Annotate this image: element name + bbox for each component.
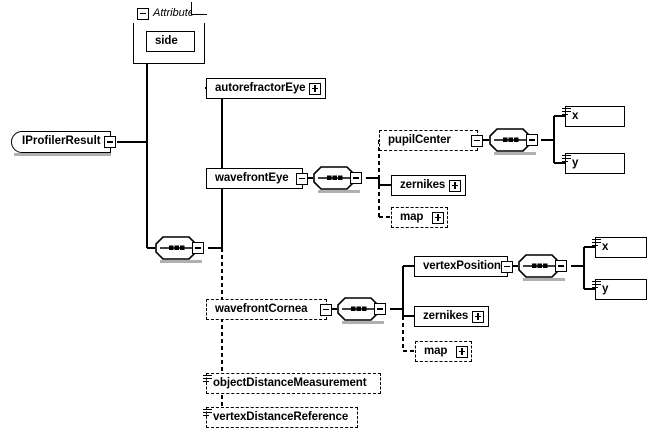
wavefronteye-expander-minus-icon[interactable] bbox=[296, 172, 308, 185]
element-objectdistancemeasurement[interactable]: objectDistanceMeasurement bbox=[203, 373, 383, 396]
element-x-pupilcenter[interactable]: x bbox=[562, 106, 627, 129]
attribute-expander-minus-icon[interactable] bbox=[137, 7, 149, 20]
sequence-octagon-icon bbox=[313, 166, 355, 190]
root-node-label: IProfilerResult bbox=[22, 135, 101, 148]
attribute-side[interactable]: side bbox=[146, 31, 197, 54]
map-expander-plus-icon[interactable] bbox=[456, 345, 468, 358]
sequence-connector-pupilcenter[interactable] bbox=[489, 128, 538, 155]
element-autorefractoreye-label: autorefractorEye bbox=[215, 81, 306, 94]
element-zernikes-wavefronteye[interactable]: zernikes bbox=[391, 175, 468, 198]
sequence-octagon-icon bbox=[155, 236, 197, 260]
sequence-octagon-icon bbox=[518, 254, 560, 278]
sequence-octagon-icon bbox=[489, 128, 531, 152]
sequence-connector-wavefronteye[interactable] bbox=[313, 166, 362, 193]
attribute-box-notch bbox=[191, 2, 207, 15]
sequence-expander-minus-icon[interactable] bbox=[192, 242, 204, 254]
element-map-wavefrontcornea-label: map bbox=[424, 344, 448, 357]
element-vertexposition-label: vertexPosition bbox=[423, 259, 501, 272]
simple-type-icon bbox=[203, 409, 212, 417]
simple-type-icon bbox=[562, 155, 571, 163]
element-map-wavefronteye[interactable]: map bbox=[391, 207, 450, 230]
root-node-iprofilerresult[interactable]: IProfilerResult bbox=[11, 131, 116, 153]
wavefrontcornea-expander-minus-icon[interactable] bbox=[320, 303, 332, 316]
simple-type-icon bbox=[592, 239, 601, 247]
autorefractoreye-expander-plus-icon[interactable] bbox=[309, 82, 321, 95]
element-pupilcenter[interactable]: pupilCenter bbox=[379, 130, 483, 153]
simple-type-icon bbox=[203, 375, 212, 383]
element-map-wavefronteye-label: map bbox=[400, 210, 424, 223]
attribute-group-header: Attribute bbox=[133, 4, 205, 23]
sequence-shadow bbox=[160, 260, 202, 263]
vertexposition-expander-minus-icon[interactable] bbox=[501, 260, 513, 273]
element-y-pupilcenter-label: y bbox=[572, 156, 579, 169]
element-objectdistancemeasurement-label: objectDistanceMeasurement bbox=[213, 376, 367, 389]
pupilcenter-expander-minus-icon[interactable] bbox=[471, 134, 483, 147]
root-node-shadow bbox=[14, 153, 111, 156]
element-x-vertexposition[interactable]: x bbox=[592, 237, 649, 260]
element-x-vertexposition-label: x bbox=[602, 240, 609, 253]
sequence-expander-minus-icon[interactable] bbox=[350, 172, 362, 184]
sequence-expander-minus-icon[interactable] bbox=[374, 303, 386, 315]
element-wavefronteye-label: wavefrontEye bbox=[215, 171, 289, 184]
sequence-shadow bbox=[494, 152, 536, 155]
simple-type-icon bbox=[562, 108, 571, 116]
sequence-connector-root[interactable] bbox=[155, 236, 204, 263]
element-wavefronteye[interactable]: wavefrontEye bbox=[206, 168, 308, 191]
element-zernikes-wavefrontcornea-label: zernikes bbox=[423, 309, 469, 322]
element-pupilcenter-label: pupilCenter bbox=[388, 133, 451, 146]
sequence-shadow bbox=[318, 190, 360, 193]
element-vertexdistancereference-label: vertexDistanceReference bbox=[213, 410, 349, 423]
element-vertexposition[interactable]: vertexPosition bbox=[414, 256, 513, 279]
element-zernikes-wavefronteye-label: zernikes bbox=[400, 178, 446, 191]
root-expander-minus-icon[interactable] bbox=[104, 136, 116, 148]
sequence-shadow bbox=[523, 278, 565, 281]
attribute-side-label: side bbox=[155, 34, 178, 47]
element-x-pupilcenter-label: x bbox=[572, 109, 579, 122]
element-y-vertexposition-label: y bbox=[602, 282, 609, 295]
element-autorefractoreye[interactable]: autorefractorEye bbox=[206, 78, 328, 101]
element-y-pupilcenter[interactable]: y bbox=[562, 153, 627, 176]
map-expander-plus-icon[interactable] bbox=[432, 211, 444, 224]
simple-type-icon bbox=[592, 281, 601, 289]
sequence-octagon-icon bbox=[337, 297, 379, 321]
sequence-connector-wavefrontcornea[interactable] bbox=[337, 297, 386, 324]
element-y-vertexposition[interactable]: y bbox=[592, 279, 649, 302]
attribute-group-title: Attribute bbox=[153, 7, 194, 19]
sequence-expander-minus-icon[interactable] bbox=[555, 260, 567, 272]
sequence-shadow bbox=[342, 321, 384, 324]
element-wavefrontcornea[interactable]: wavefrontCornea bbox=[206, 299, 332, 322]
zernikes-expander-plus-icon[interactable] bbox=[449, 179, 461, 192]
element-wavefrontcornea-label: wavefrontCornea bbox=[215, 302, 308, 315]
element-vertexdistancereference[interactable]: vertexDistanceReference bbox=[203, 407, 360, 430]
element-map-wavefrontcornea[interactable]: map bbox=[415, 341, 474, 364]
sequence-connector-vertexposition[interactable] bbox=[518, 254, 567, 281]
element-zernikes-wavefrontcornea[interactable]: zernikes bbox=[414, 306, 491, 329]
zernikes-expander-plus-icon[interactable] bbox=[472, 310, 484, 323]
sequence-expander-minus-icon[interactable] bbox=[526, 134, 538, 146]
